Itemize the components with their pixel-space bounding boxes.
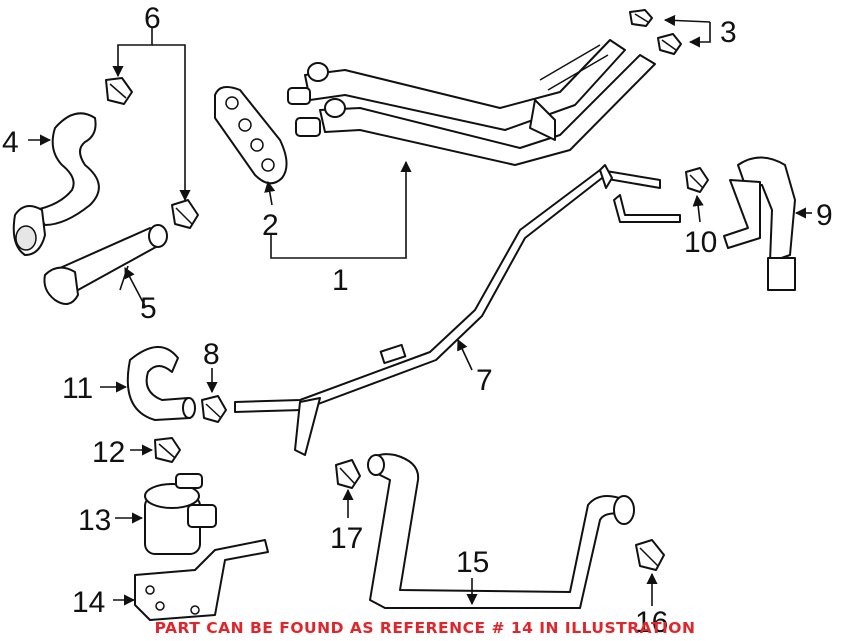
hose-clamp-6b [171,199,199,229]
hose-clamp-3b [657,33,682,55]
callout-14: 14 [72,586,105,619]
callout-5: 5 [140,292,157,325]
callout-13: 13 [78,504,111,537]
mounting-bracket [134,539,269,621]
long-coolant-pipe [234,164,681,456]
callout-15: 15 [456,546,489,579]
callout-12: 12 [92,436,125,469]
curved-hose [12,112,100,256]
hose-clamp-12 [154,437,181,463]
leader-lines [28,14,812,606]
short-hose [43,224,168,305]
callout-10: 10 [684,226,717,259]
long-u-hose [367,453,635,609]
callout-2: 2 [262,209,279,242]
hose-clamp-8 [201,395,227,423]
callout-3: 3 [720,16,737,49]
callout-4: 4 [2,126,19,159]
callout-8: 8 [203,338,220,371]
callout-17: 17 [330,522,363,555]
hose-clamp-17 [335,459,361,489]
bent-hose [126,346,196,421]
hose-clamp-10 [685,167,709,193]
hose-clamp-3a [629,9,653,27]
callout-16: 16 [635,606,668,639]
auxiliary-water-pump [144,473,217,555]
hose-clamp-6a [105,77,133,105]
callout-9: 9 [816,199,833,232]
gasket-plate [214,85,288,185]
hose-fitting [723,156,796,291]
coolant-pipe-assembly [287,39,656,166]
callout-6: 6 [144,2,161,35]
callout-1: 1 [332,264,349,297]
callout-7: 7 [476,364,493,397]
callout-11: 11 [62,372,93,405]
footer-note: PART CAN BE FOUND AS REFERENCE # 14 IN I… [154,619,696,637]
hose-clamp-16 [635,539,665,571]
